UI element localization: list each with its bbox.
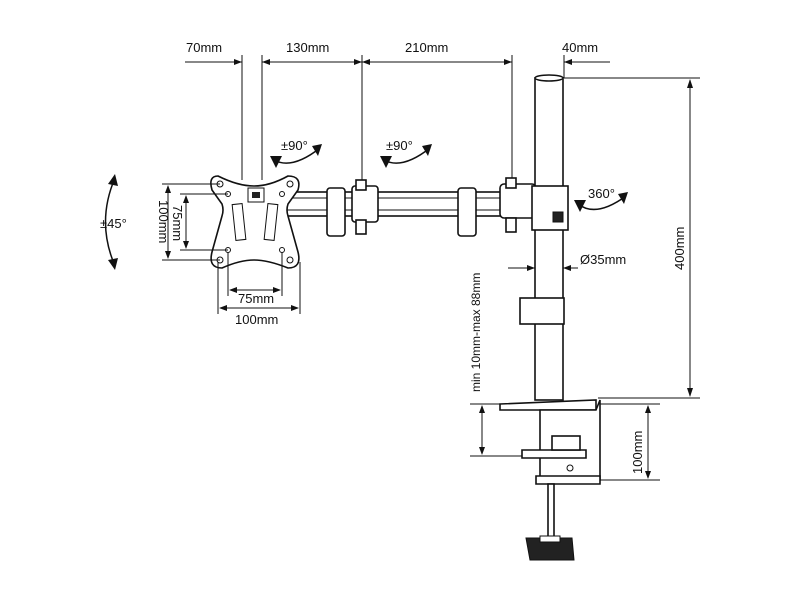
vesa-vertical-arrows [165,185,189,259]
diameter-arrows [527,265,571,271]
swivel-90-label-1: ±90° [281,138,308,153]
dim-vesa-width-100mm: 100mm [235,312,278,327]
desk-clamp [499,399,601,561]
vesa-vertical-dimensions [162,183,228,261]
dim-210mm: 210mm [405,40,448,55]
dim-70mm: 70mm [186,40,222,55]
top-dimension-lines [185,55,610,180]
height-400-arrows [687,79,693,397]
clamp-height-arrows [645,405,651,479]
swivel-rotation-arrow-1 [270,144,322,168]
dim-diameter-35mm: Ø35mm [580,252,626,267]
vesa-horizontal-arrows [219,287,299,311]
top-dimension-arrows [234,59,572,65]
arm-segment-outer [361,177,569,237]
dim-clamp-range: min 10mm-max 88mm [469,273,483,392]
clamp-height-dimension [600,403,660,481]
clamp-range-dimension [470,403,522,457]
dim-vesa-height-75mm: 75mm [170,205,185,241]
pole-360-label: 360° [588,186,615,201]
swivel-90-label-2: ±90° [386,138,413,153]
dim-clamp-100mm: 100mm [630,431,645,474]
vesa-plate [210,175,300,269]
swivel-rotation-arrow-2 [380,144,432,168]
height-400-dimension [564,77,700,399]
dim-vesa-height-100mm: 100mm [156,200,171,243]
dim-40mm: 40mm [562,40,598,55]
dim-400mm: 400mm [672,227,687,270]
pole-rotation-arrow [574,192,628,212]
dim-130mm: 130mm [286,40,329,55]
pole [519,74,565,401]
clamp-range-arrows [479,405,485,455]
tilt-rotation-arrow [104,174,118,270]
vesa-horizontal-dimensions [217,252,301,314]
tilt-45-label: ±45° [100,216,127,231]
dim-vesa-width-75mm: 75mm [238,291,274,306]
